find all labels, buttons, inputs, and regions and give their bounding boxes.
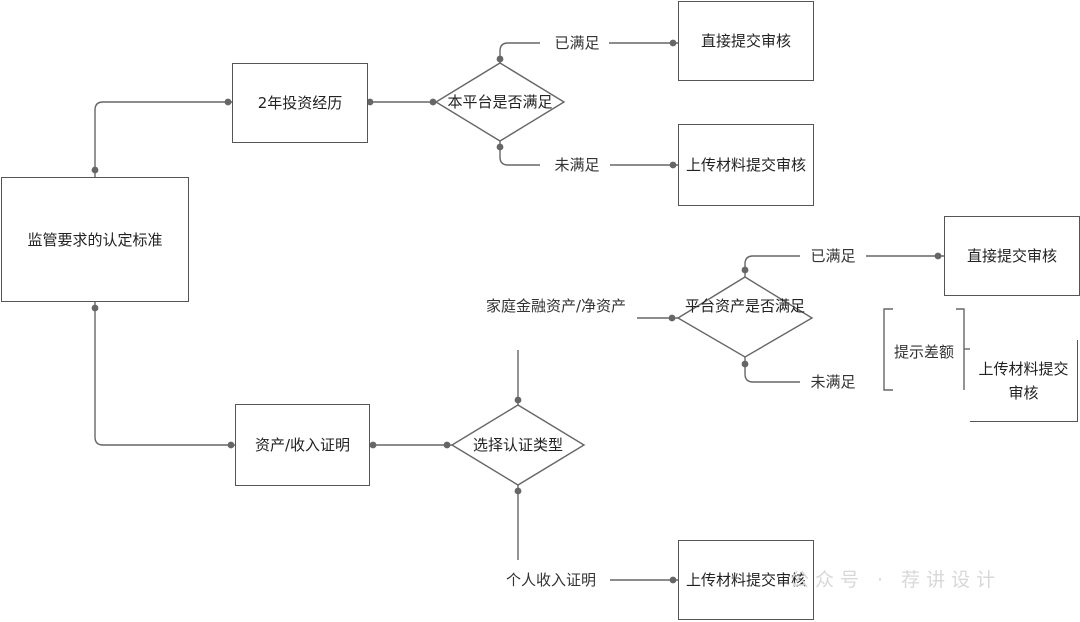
personal-income-option: 个人收入证明 — [493, 568, 609, 592]
platform-check-decision: 本平台是否满足 — [432, 90, 568, 114]
family-assets-option: 家庭金融资产/净资产 — [478, 294, 634, 318]
unsatisfied-label-2: 未满足 — [800, 370, 866, 394]
direct-submit-label-2: 直接提交审核 — [966, 247, 1057, 265]
upload-submit-label-1: 上传材料提交审核 — [685, 156, 806, 174]
cert-type-label: 选择认证类型 — [472, 436, 563, 454]
shortfall-hint-label: 提示差额 — [893, 343, 954, 361]
investment-experience-label: 2年投资经历 — [257, 94, 343, 112]
direct-submit-box-1: 直接提交审核 — [678, 1, 814, 81]
satisfied-label-1: 已满足 — [545, 31, 609, 55]
upload-submit-box-3: 上传材料提交审核 — [678, 540, 814, 620]
asset-income-proof-label: 资产/收入证明 — [254, 436, 351, 454]
satisfied-label-2: 已满足 — [800, 244, 866, 268]
watermark-text: 公众号 · 荐讲设计 — [790, 569, 1002, 591]
direct-submit-box-2: 直接提交审核 — [944, 216, 1080, 296]
cert-type-decision: 选择认证类型 — [452, 433, 584, 457]
unsatisfied-label-1: 未满足 — [545, 153, 609, 177]
asset-income-proof-box: 资产/收入证明 — [235, 404, 370, 486]
direct-submit-label-1: 直接提交审核 — [700, 32, 791, 50]
platform-assets-decision: 平台资产是否满足 — [683, 294, 807, 318]
upload-submit-label-2: 上传材料提交审核 — [978, 359, 1069, 402]
platform-assets-label: 平台资产是否满足 — [684, 297, 805, 315]
upload-submit-label-3: 上传材料提交审核 — [685, 571, 806, 589]
platform-check-label: 本平台是否满足 — [447, 93, 553, 111]
upload-submit-box-1: 上传材料提交审核 — [678, 124, 814, 206]
investment-experience-box: 2年投资经历 — [232, 63, 368, 143]
root-label: 监管要求的认定标准 — [27, 230, 163, 249]
root-criteria-box: 监管要求的认定标准 — [1, 177, 189, 302]
upload-submit-box-2: 上传材料提交审核 — [970, 340, 1078, 422]
